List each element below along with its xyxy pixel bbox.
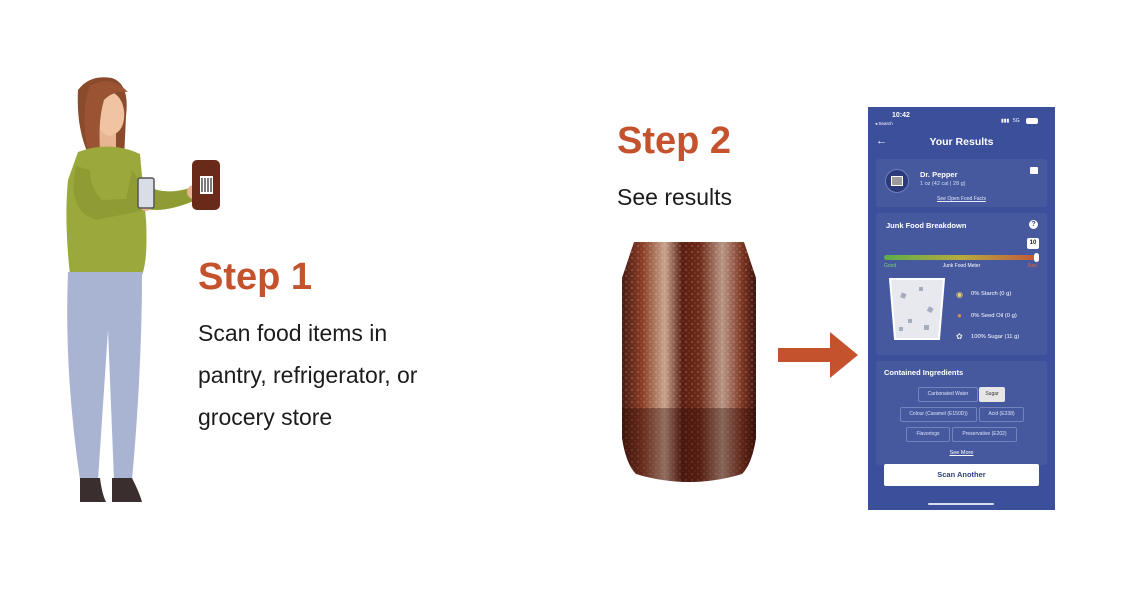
junk-food-breakdown-card: Junk Food Breakdown ? 10 Good Junk Food … bbox=[876, 213, 1047, 355]
meter-good-label: Good bbox=[884, 263, 897, 269]
step1-description: Scan food items in pantry, refrigerator,… bbox=[198, 312, 417, 438]
status-time: 10:42 bbox=[892, 112, 910, 119]
home-indicator bbox=[928, 503, 994, 505]
see-more-link[interactable]: See More bbox=[949, 450, 974, 456]
step2-description: See results bbox=[617, 184, 733, 210]
meter-center-label: Junk Food Meter bbox=[942, 263, 981, 269]
scan-another-button[interactable]: Scan Another bbox=[884, 464, 1039, 486]
ingredient-chip-sugar[interactable]: Sugar bbox=[979, 387, 1005, 402]
glass-icon bbox=[888, 278, 946, 340]
step1-line-2: pantry, refrigerator, or bbox=[198, 362, 418, 388]
phone-results-screen: 10:42 ◂ Search ▮▮▮ 5G ← Your Results Dr.… bbox=[868, 107, 1055, 510]
sugar-label: 100% Sugar (11 g) bbox=[971, 334, 1020, 340]
starch-icon: ◉ bbox=[956, 290, 963, 299]
step1-line-1: Scan food items in bbox=[198, 320, 388, 346]
product-card: Dr. Pepper 1 oz (42 cal | 28 g) See Open… bbox=[876, 159, 1047, 207]
step2-title: Step 2 bbox=[617, 120, 732, 162]
breakdown-title: Junk Food Breakdown bbox=[886, 221, 967, 230]
open-food-facts-link[interactable]: See Open Food Facts bbox=[937, 196, 986, 202]
results-title: Your Results bbox=[929, 136, 994, 148]
status-network: 5G bbox=[1013, 118, 1020, 124]
product-name: Dr. Pepper bbox=[920, 170, 958, 179]
ingredient-chip-acid[interactable]: Acid (E338) bbox=[979, 407, 1024, 422]
step1-line-3: grocery store bbox=[198, 404, 333, 430]
battery-icon bbox=[1026, 118, 1038, 124]
meter-bad-label: Bad bbox=[1028, 263, 1037, 269]
back-arrow-icon[interactable]: ← bbox=[876, 135, 887, 147]
sugar-icon: ✿ bbox=[956, 332, 963, 341]
comment-icon[interactable] bbox=[1030, 167, 1038, 174]
product-serving: 1 oz (42 cal | 28 g) bbox=[920, 181, 966, 187]
seed-oil-label: 0% Seed Oil (0 g) bbox=[971, 313, 1017, 319]
ingredient-chip-preservative[interactable]: Preservative (E202) bbox=[952, 427, 1017, 442]
soda-can-image bbox=[622, 242, 756, 482]
ingredient-chip-colour[interactable]: Colour (Caramel (E150D)) bbox=[900, 407, 977, 422]
ingredient-chip-carbonated-water[interactable]: Carbonated Water bbox=[918, 387, 978, 402]
arrow-right-icon bbox=[778, 332, 858, 378]
starch-label: 0% Starch (0 g) bbox=[971, 291, 1012, 297]
woman-scanning-illustration bbox=[66, 77, 220, 502]
status-signal-icon: ▮▮▮ bbox=[1001, 118, 1010, 124]
meter-marker bbox=[1034, 253, 1039, 262]
barcode-icon bbox=[885, 169, 909, 193]
score-badge: 10 bbox=[1027, 238, 1039, 249]
seed-oil-icon: ● bbox=[957, 311, 962, 320]
junk-food-meter-bar bbox=[884, 255, 1039, 260]
ingredients-card: Contained Ingredients Carbonated Water S… bbox=[876, 361, 1047, 465]
help-icon[interactable]: ? bbox=[1029, 220, 1038, 229]
ingredients-title: Contained Ingredients bbox=[884, 368, 964, 377]
step1-title: Step 1 bbox=[198, 256, 313, 298]
status-back-app[interactable]: ◂ Search bbox=[875, 121, 893, 126]
ingredient-chip-flavorings[interactable]: Flavorings bbox=[906, 427, 950, 442]
